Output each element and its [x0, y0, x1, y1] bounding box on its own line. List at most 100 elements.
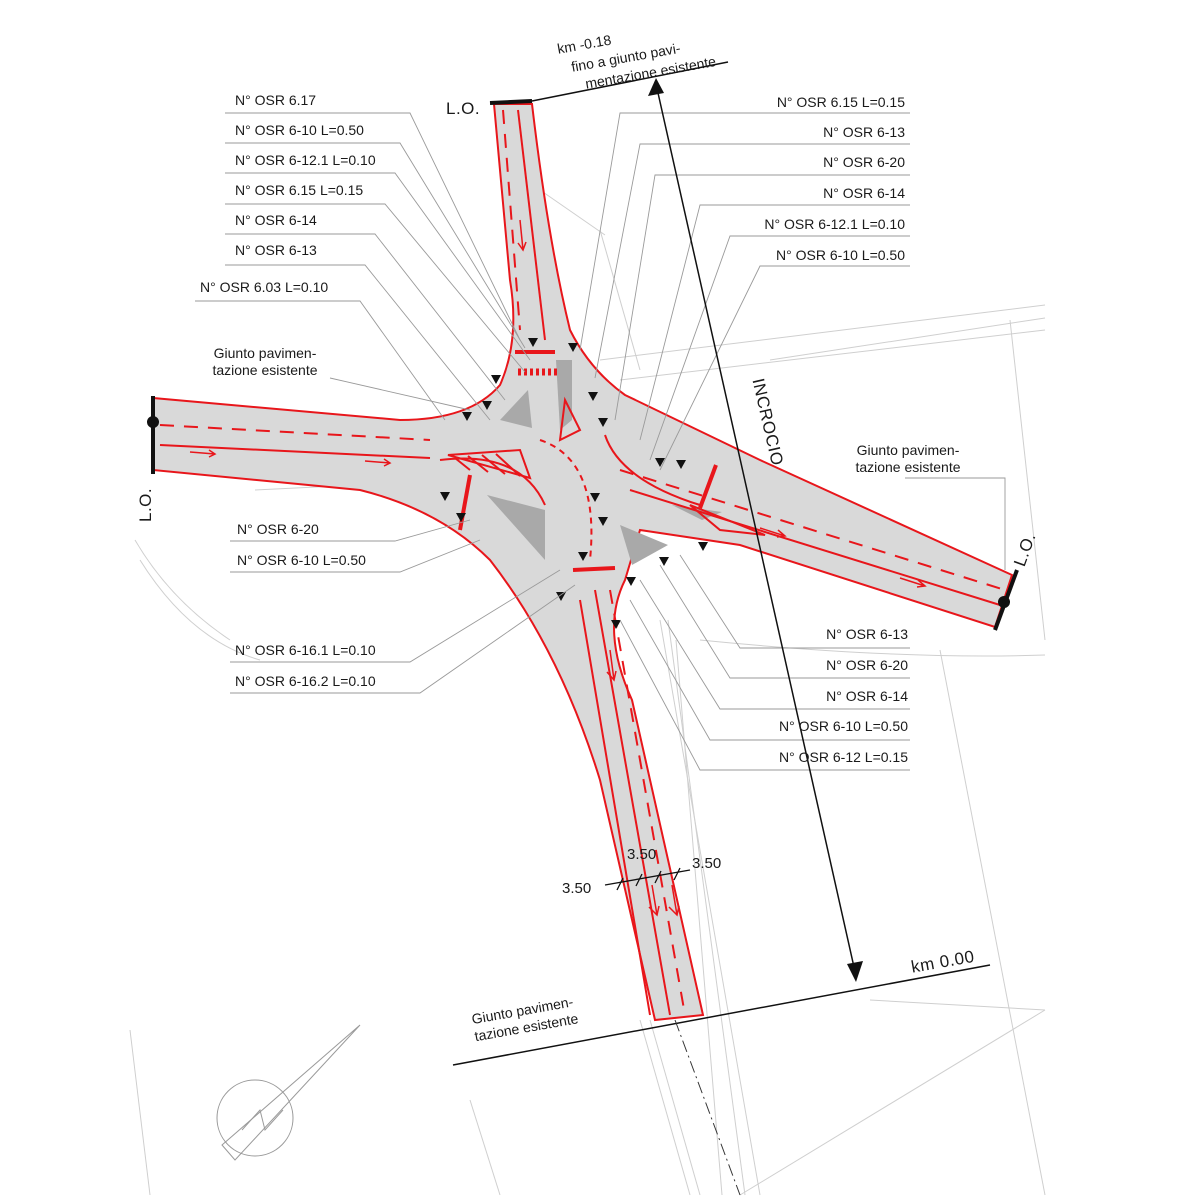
callout-osr-6-20-d: N° OSR 6-20 — [826, 657, 908, 673]
callout-osr-6-10-a: N° OSR 6-10 L=0.50 — [235, 122, 364, 138]
callout-osr-6-10-b: N° OSR 6-10 L=0.50 — [776, 247, 905, 263]
incrocio-dimension-line — [655, 83, 857, 977]
callout-osr-6-13-b: N° OSR 6-13 — [823, 124, 905, 140]
stop-line-east — [698, 464, 718, 509]
lane-markings — [159, 109, 1006, 1016]
callout-osr-6-12-1-b: N° OSR 6-12.1 L=0.10 — [764, 216, 905, 232]
lane-arrow-icon — [189, 449, 217, 458]
joint-label-left-line1: Giunto pavimen- — [213, 345, 317, 361]
road-pavement — [152, 103, 1014, 1022]
callout-osr-6-14-b: N° OSR 6-14 — [823, 185, 905, 201]
lane-arrow-icon — [364, 458, 392, 467]
callout-osr-6-15-b: N° OSR 6.15 L=0.15 — [776, 94, 905, 110]
priority-triangle-icon — [590, 493, 600, 502]
priority-triangle-icon — [568, 343, 578, 352]
priority-triangles — [440, 338, 708, 629]
west-lane-divider-1 — [159, 424, 431, 441]
priority-triangle-icon — [440, 492, 450, 501]
east-lane-divider-2 — [629, 489, 1001, 606]
hatch-north — [558, 396, 582, 442]
priority-triangle-icon — [482, 401, 492, 410]
priority-triangle-icon — [491, 375, 501, 384]
priority-triangle-icon — [659, 557, 669, 566]
island-west — [487, 495, 545, 560]
km-start-line — [531, 61, 729, 102]
callout-osr-6-16-2: N° OSR 6-16.2 L=0.10 — [235, 673, 376, 689]
callout-leaders — [195, 112, 1006, 771]
east-lane-divider-1 — [619, 469, 1006, 591]
priority-triangle-icon — [655, 458, 665, 467]
lane-arrow-icon — [648, 884, 660, 917]
callout-osr-6-14-a: N° OSR 6-14 — [235, 212, 317, 228]
north-lane-divider-right — [517, 109, 546, 341]
callout-osr-6-12-1-a: N° OSR 6-12.1 L=0.10 — [235, 152, 376, 168]
lane-arrows — [189, 219, 927, 917]
priority-triangle-icon — [456, 513, 466, 522]
priority-triangle-icon — [588, 392, 598, 401]
arrow-up-icon — [648, 78, 664, 96]
east-curve-marking — [604, 434, 701, 506]
priority-triangle-icon — [626, 577, 636, 586]
lane-arrow-icon — [899, 577, 927, 588]
hatch-west-lines — [454, 453, 521, 477]
lane-width-1: 3.50 — [562, 880, 592, 897]
west-lane-divider-2 — [159, 444, 431, 459]
lo-bar-north — [489, 99, 533, 105]
priority-triangle-icon — [578, 552, 588, 561]
km-end-line — [452, 964, 991, 1066]
dimension-arrowheads — [648, 78, 863, 982]
callout-osr-6-20-c: N° OSR 6-20 — [237, 521, 319, 537]
island-east — [672, 505, 722, 520]
lane-width-2: 3.50 — [627, 846, 657, 863]
lo-boundaries — [147, 99, 1019, 631]
traffic-islands — [487, 360, 722, 565]
callout-osr-6-20-b: N° OSR 6-20 — [823, 154, 905, 170]
chainage-lines — [452, 61, 991, 1066]
callout-osr-6-10-d: N° OSR 6-10 L=0.50 — [779, 718, 908, 734]
callout-osr-6-13-a: N° OSR 6-13 — [235, 242, 317, 258]
priority-triangle-icon — [462, 412, 472, 421]
lane-arrow-icon — [606, 649, 617, 682]
priority-triangle-icon — [598, 517, 608, 526]
island-north — [556, 360, 572, 430]
priority-triangle-icon — [598, 418, 608, 427]
lane-width-3: 3.50 — [692, 855, 722, 872]
priority-triangle-icon — [528, 338, 538, 347]
south-lane-divider-3 — [579, 599, 651, 1016]
lo-label-west: L.O. — [136, 487, 155, 522]
lane-arrow-icon — [759, 527, 787, 538]
priority-triangle-icon — [556, 592, 566, 601]
central-dashed-curve — [539, 439, 593, 561]
lane-width-dimension — [604, 867, 691, 891]
lo-label-north: L.O. — [446, 99, 481, 118]
priority-triangle-icon — [611, 620, 621, 629]
stop-line-west — [458, 474, 472, 531]
hatch-west — [447, 448, 532, 480]
hatched-zones — [447, 396, 766, 536]
callout-osr-6-14-d: N° OSR 6-14 — [826, 688, 908, 704]
callout-osr-6-03: N° OSR 6.03 L=0.10 — [200, 279, 329, 295]
arrow-down-icon — [847, 961, 863, 982]
lane-arrow-icon — [668, 884, 680, 917]
background-context-lines — [129, 189, 1046, 1196]
callout-osr-6-12-d: N° OSR 6-12 L=0.15 — [779, 749, 908, 765]
priority-triangle-icon — [676, 460, 686, 469]
north-lane-divider-left — [502, 109, 521, 331]
callout-osr-6-17: N° OSR 6.17 — [235, 92, 317, 108]
north-arrow-icon — [216, 1024, 361, 1161]
island-south-east — [620, 525, 668, 565]
joint-label-right-line2: tazione esistente — [855, 459, 961, 475]
road-axis-south — [674, 1019, 741, 1196]
joint-label-right-line1: Giunto pavimen- — [856, 442, 960, 458]
stop-line-south — [572, 566, 616, 572]
callout-osr-6-13-d: N° OSR 6-13 — [826, 626, 908, 642]
callout-osr-6-15-a: N° OSR 6.15 L=0.15 — [235, 182, 364, 198]
callout-osr-6-16-1: N° OSR 6-16.1 L=0.10 — [235, 642, 376, 658]
priority-triangle-icon — [698, 542, 708, 551]
joint-label-left-line2: tazione esistente — [212, 362, 318, 378]
callout-osr-6-10-c: N° OSR 6-10 L=0.50 — [237, 552, 366, 568]
north-arm-pavement — [152, 103, 1014, 1022]
island-north-west — [500, 390, 532, 428]
hatch-east — [689, 504, 766, 536]
